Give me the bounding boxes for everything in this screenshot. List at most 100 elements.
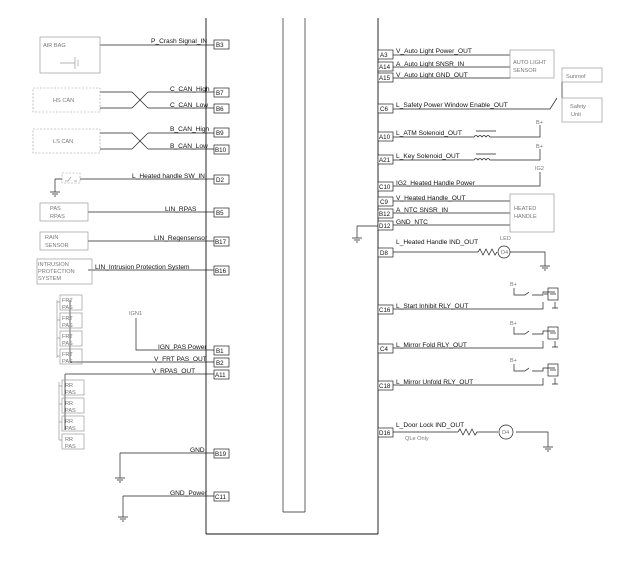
intrusion-protection-module: [36, 258, 93, 285]
pin-label: B19: [215, 451, 227, 458]
svg-text:C6: C6: [380, 106, 388, 113]
signal-label: B_CAN_Low: [170, 143, 208, 150]
svg-text:D4: D4: [501, 250, 508, 256]
signal-label: L_Heated handle SW_IN: [132, 173, 205, 180]
svg-text:B+: B+: [536, 144, 543, 150]
pin-label: B7: [216, 90, 224, 97]
signal-label: LIN_Intrusion Protection System: [95, 264, 190, 271]
svg-text:A10: A10: [379, 134, 391, 141]
left-components: AIR BAG HS CAN LS CAN PAS RPAS RAIN SENS…: [32, 36, 142, 522]
svg-text:A3: A3: [380, 52, 388, 59]
svg-text:RR: RR: [65, 383, 73, 389]
svg-text:FRT: FRT: [62, 298, 73, 304]
svg-text:L_Door Lock IND_OUT: L_Door Lock IND_OUT: [396, 422, 464, 429]
pin-label: D2: [216, 177, 224, 184]
pin-label: B1: [216, 348, 224, 355]
ground-icon: [352, 237, 362, 243]
svg-text:IG2_Heated Handle Power: IG2_Heated Handle Power: [396, 180, 476, 187]
svg-text:PAS: PAS: [65, 408, 76, 414]
qle-only-label: QLe Only: [405, 436, 429, 442]
pin-label: B6: [216, 106, 224, 113]
signal-label: GND: [190, 447, 205, 454]
svg-text:PAS: PAS: [50, 206, 61, 212]
start-inhibit-relay: B+: [510, 282, 559, 309]
svg-text:FRT: FRT: [62, 334, 73, 340]
svg-text:C10: C10: [379, 184, 391, 191]
airbag-module: [39, 36, 101, 74]
svg-text:D8: D8: [380, 250, 388, 257]
svg-text:HEATED: HEATED: [514, 206, 536, 212]
right-signal-labels: V_Auto Light Power_OUT A_Auto Light SNSR…: [396, 48, 508, 429]
svg-text:A_Auto Light SNSR_IN: A_Auto Light SNSR_IN: [396, 61, 464, 68]
module-body: [205, 18, 379, 535]
right-pins: A3 A14 A15 C6 A10 A21 C10 C9 B12 D12 D8 …: [377, 49, 394, 438]
svg-text:PAS: PAS: [65, 426, 76, 432]
svg-text:B12: B12: [379, 211, 391, 218]
svg-text:Safety: Safety: [570, 104, 586, 110]
svg-text:INTRUSION: INTRUSION: [38, 262, 69, 268]
svg-text:L_ATM Solenoid_OUT: L_ATM Solenoid_OUT: [396, 130, 462, 137]
pin-label: B10: [215, 147, 227, 154]
svg-text:SYSTEM: SYSTEM: [38, 276, 61, 282]
svg-text:L_Mirror Fold RLY_OUT: L_Mirror Fold RLY_OUT: [396, 342, 467, 349]
svg-text:FRT: FRT: [62, 316, 73, 322]
hs-can-module: [32, 87, 101, 113]
signal-label: LIN_Regensensor: [154, 235, 208, 242]
led-indicator: LED D4: [477, 236, 550, 271]
heated-handle-module: [509, 193, 555, 233]
svg-text:D16: D16: [379, 430, 391, 437]
heated-handle-switch: [50, 172, 81, 197]
signal-label: LIN_RPAS: [165, 206, 197, 213]
ls-can-module: [32, 128, 101, 154]
svg-text:RR: RR: [65, 401, 73, 407]
right-components: AUTO LIGHT SENSOR Sunroof Safety Unit B+…: [352, 49, 603, 452]
auto-light-sensor-module: [509, 49, 555, 79]
pin-label: B9: [216, 130, 224, 137]
signal-label: P_Crash Signal_IN: [151, 38, 207, 45]
ground-icon: [115, 477, 125, 483]
svg-text:C4: C4: [380, 346, 388, 353]
signal-label: V_RPAS_OUT: [152, 368, 195, 375]
svg-text:PAS: PAS: [65, 444, 76, 450]
left-pins: B3 B7 B6 B9 B10 D2 B5 B17 B16 B1 B2 A11 …: [213, 39, 230, 502]
ground-icon: [118, 516, 128, 522]
svg-text:SENSOR: SENSOR: [45, 243, 69, 249]
airbag-label: AIR BAG: [43, 43, 66, 49]
svg-text:C18: C18: [379, 383, 391, 390]
svg-text:B+: B+: [510, 358, 517, 364]
right-wires: [356, 54, 563, 447]
hs-can-label: HS CAN: [53, 98, 74, 104]
frt-pas-sensors: FRT PAS FRT PAS FRT PAS FRT PAS: [56, 294, 83, 365]
signal-label: C_CAN_High: [170, 86, 210, 93]
ground-icon: [50, 191, 60, 197]
svg-text:PAS: PAS: [65, 390, 76, 396]
svg-text:A15: A15: [379, 75, 391, 82]
pin-label: A11: [215, 372, 226, 379]
svg-text:C9: C9: [380, 199, 388, 206]
led-label: LED: [500, 236, 511, 242]
svg-text:B+: B+: [510, 282, 517, 288]
pin-label: B3: [216, 42, 224, 49]
svg-text:PROTECTION: PROTECTION: [38, 269, 75, 275]
svg-text:RAIN: RAIN: [45, 235, 58, 241]
pas-rpas-module: [39, 202, 89, 222]
svg-text:V_Auto Light Power_OUT: V_Auto Light Power_OUT: [396, 48, 472, 55]
pin-label: B16: [215, 268, 227, 275]
svg-text:PAS: PAS: [62, 323, 73, 329]
svg-text:L_Heated Handle IND_OUT: L_Heated Handle IND_OUT: [396, 239, 478, 246]
pin-label: B5: [216, 210, 224, 217]
svg-text:L_Mirror Unfold RLY_OUT: L_Mirror Unfold RLY_OUT: [396, 379, 473, 386]
svg-text:A21: A21: [379, 157, 391, 164]
svg-text:GND_NTC: GND_NTC: [396, 219, 428, 226]
svg-text:V_Heated Handle_OUT: V_Heated Handle_OUT: [396, 195, 466, 202]
svg-text:SENSOR: SENSOR: [513, 68, 537, 74]
svg-text:RR: RR: [65, 419, 73, 425]
ig2-label: IG2: [535, 166, 544, 172]
key-solenoid: B+: [473, 144, 543, 161]
svg-text:RR: RR: [65, 437, 73, 443]
safety-unit-module: [561, 97, 603, 123]
svg-text:HANDLE: HANDLE: [514, 214, 537, 220]
svg-text:D12: D12: [379, 223, 391, 230]
pin-label: B17: [215, 239, 227, 246]
